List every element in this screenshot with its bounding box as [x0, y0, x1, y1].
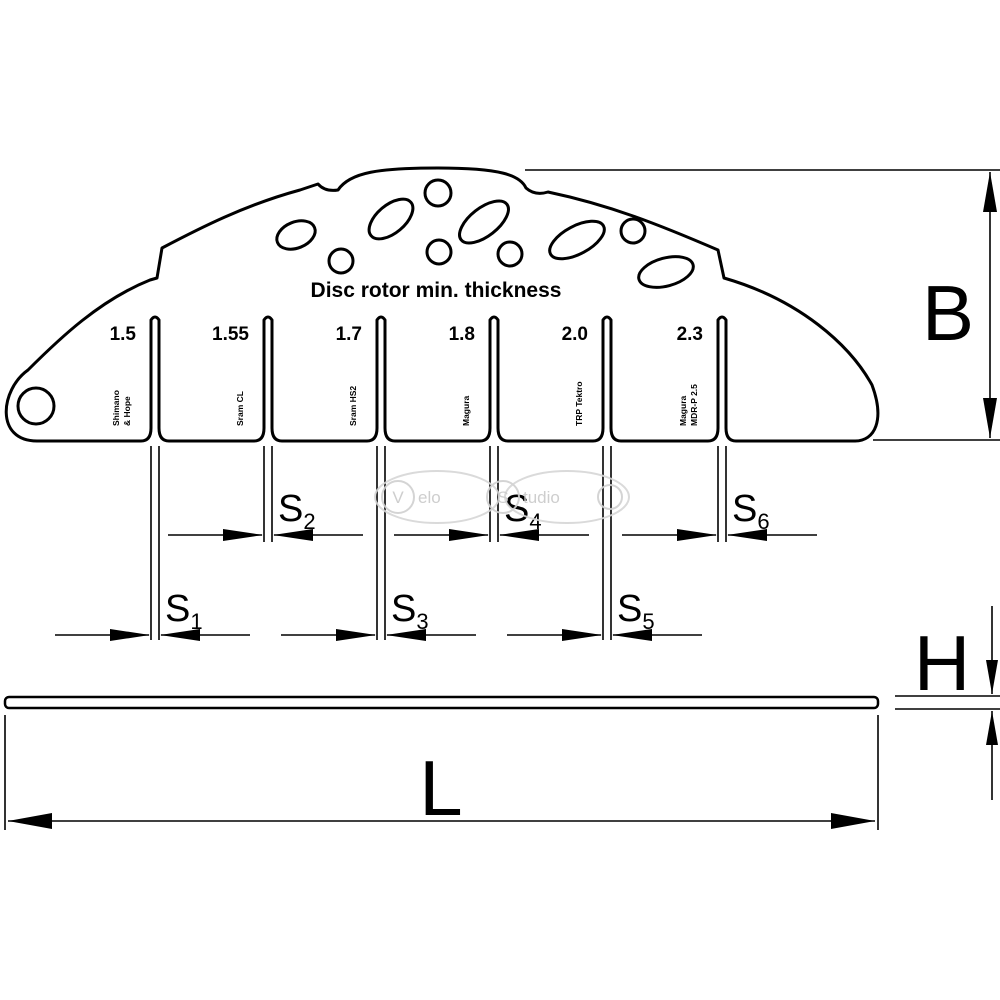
slot-extension-lines [150, 446, 727, 640]
gauge-brand-line: Magura [678, 396, 688, 427]
gauge-value: 1.7 [336, 324, 362, 345]
dimension-s-index: 5 [642, 609, 654, 634]
dimension-s2: S2 [168, 488, 363, 541]
gauge-brand-line: Magura [461, 396, 471, 427]
dimension-s-index: 3 [416, 609, 428, 634]
gauge-brand-line: Sram HS2 [348, 386, 358, 426]
gauge-brand-line: TRP Tektro [574, 381, 584, 426]
watermark-badge-left-letter: V [392, 488, 404, 507]
watermark: V elo S tudio [374, 470, 630, 524]
side-view-bar [3, 695, 880, 710]
gauge-value: 2.0 [562, 324, 588, 345]
oval-hole [367, 197, 415, 241]
gauge-value: 2.3 [677, 324, 703, 345]
watermark-outline-left [374, 470, 500, 524]
round-hole [423, 178, 453, 208]
oval-hole [637, 255, 695, 289]
watermark-word-right: tudio [523, 488, 560, 507]
round-hole [327, 247, 355, 275]
oval-hole [548, 219, 606, 261]
mounting-hole [16, 386, 56, 426]
dimension-s-index: 6 [757, 509, 769, 534]
dimension-s-label: S1 [165, 588, 203, 634]
lightening-holes [275, 178, 695, 289]
dimension-s-label: S3 [391, 588, 429, 634]
gauge-value: 1.8 [449, 324, 475, 345]
oval-hole [275, 219, 317, 251]
dimension-s5: S5 [507, 588, 702, 641]
dimension-s6: S6 [622, 488, 817, 541]
dimension-s-index: 4 [529, 509, 541, 534]
dimension-s1: S1 [55, 588, 250, 641]
gauge-brand-line: MDR-P 2.5 [689, 384, 699, 426]
dimension-s3: S3 [281, 588, 476, 641]
watermark-badge-left [381, 480, 415, 514]
dimension-s-label: S5 [617, 588, 655, 634]
dimension-b: B [525, 169, 1000, 441]
round-hole [619, 217, 647, 245]
gauge-value: 1.5 [110, 324, 137, 345]
watermark-outline-right [504, 470, 630, 524]
gauge-brand-line: Sram CL [235, 391, 245, 426]
dimension-b-label: B [922, 269, 974, 357]
watermark-dot [597, 484, 623, 510]
dimension-s-label: S6 [732, 488, 770, 534]
dimension-s-label: S2 [278, 488, 316, 534]
gauge-tool-outline [4, 166, 880, 443]
watermark-badge-right-letter: S [497, 488, 508, 507]
dimension-h-label: H [914, 619, 970, 707]
dimension-l: L [4, 715, 879, 832]
round-hole [425, 238, 453, 266]
gauge-brand-line: Shimano [111, 390, 121, 426]
watermark-badge-right [486, 480, 520, 514]
gauge-value: 1.55 [212, 324, 249, 345]
dimension-s-index: 2 [303, 509, 315, 534]
gauge-brand-line: & Hope [122, 396, 132, 426]
watermark-word-left: elo [418, 488, 441, 507]
round-hole [496, 240, 524, 268]
dimension-l-label: L [419, 744, 462, 832]
dimension-s-index: 1 [190, 609, 202, 634]
tool-heading: Disc rotor min. thickness [311, 279, 562, 302]
oval-hole [458, 199, 510, 245]
dimension-h: H [895, 606, 1000, 800]
